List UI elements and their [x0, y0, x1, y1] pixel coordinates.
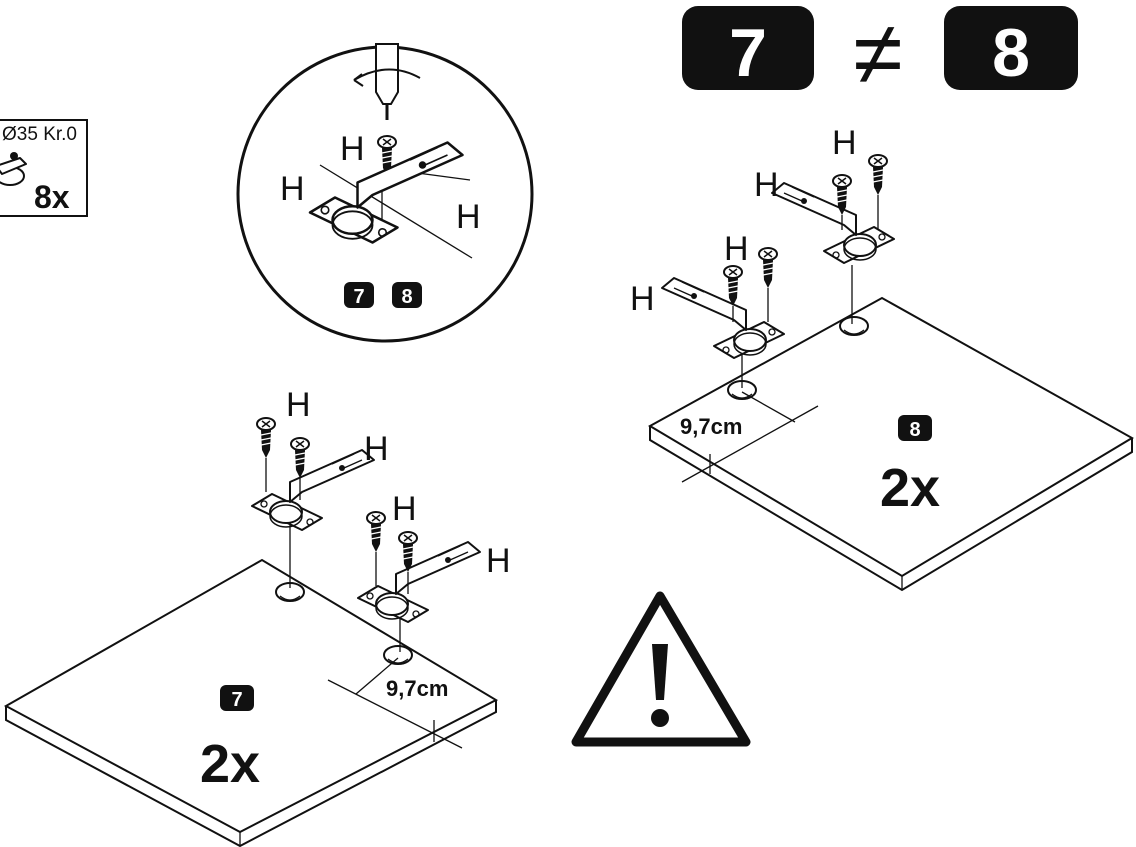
- header-part-7-label: 7: [729, 15, 767, 91]
- parts-box: Ø35 Kr.0 8x: [0, 119, 88, 217]
- header-part-7-badge: 7: [682, 6, 814, 91]
- svg-text:7: 7: [231, 689, 242, 711]
- panel-8-label-h: H: [832, 124, 857, 162]
- warning-triangle-icon: [571, 591, 751, 747]
- detail-label-h-left: H: [280, 170, 305, 208]
- header-part-8-label: 8: [992, 15, 1030, 91]
- header-part-8-badge: 8: [944, 6, 1078, 91]
- panel-7-dimension: 9,7cm: [386, 676, 448, 701]
- not-equal-sign: ≠: [853, 4, 902, 104]
- panel-7-label-h: H: [486, 542, 511, 580]
- svg-text:8: 8: [401, 286, 412, 308]
- panel-8-hinge-2-icon: [771, 182, 895, 264]
- panel-7-label-h: H: [286, 386, 311, 424]
- detail-label-h-top: H: [340, 130, 365, 168]
- detail-magnifier: H H H 7 8: [236, 43, 534, 343]
- screwdriver-icon: [353, 43, 421, 120]
- detail-badge-8: 8: [392, 282, 422, 308]
- panel-7-label-h: H: [392, 490, 417, 528]
- panel-8-quantity: 2x: [880, 458, 940, 518]
- panel-7-quantity: 2x: [200, 734, 260, 794]
- panel-8-badge: 8: [898, 415, 932, 441]
- panel-8-assembly: 9,7cm H H H H 8 2x: [630, 124, 1134, 592]
- panel-7-hinge-1-icon: [251, 449, 375, 531]
- parts-quantity-label: 8x: [34, 179, 70, 215]
- panel-8-label-h: H: [724, 230, 749, 268]
- svg-text:8: 8: [909, 419, 920, 441]
- panel-8-label-h: H: [754, 166, 779, 204]
- detail-badge-7: 7: [344, 282, 374, 308]
- detail-label-h-right: H: [456, 198, 481, 236]
- panel-7-badge: 7: [220, 685, 254, 711]
- panel-8-label-h: H: [630, 280, 655, 318]
- panel-7-label-h: H: [364, 430, 389, 468]
- panel-7-assembly: 9,7cm H H H H 7 2x: [3, 386, 511, 847]
- parts-spec-label: Ø35 Kr.0: [2, 124, 77, 145]
- panel-8-hinge-1-icon: [661, 277, 785, 359]
- panel-8-dimension: 9,7cm: [680, 414, 742, 439]
- svg-text:7: 7: [353, 286, 364, 308]
- hinge-thumbnail-icon: [0, 152, 27, 186]
